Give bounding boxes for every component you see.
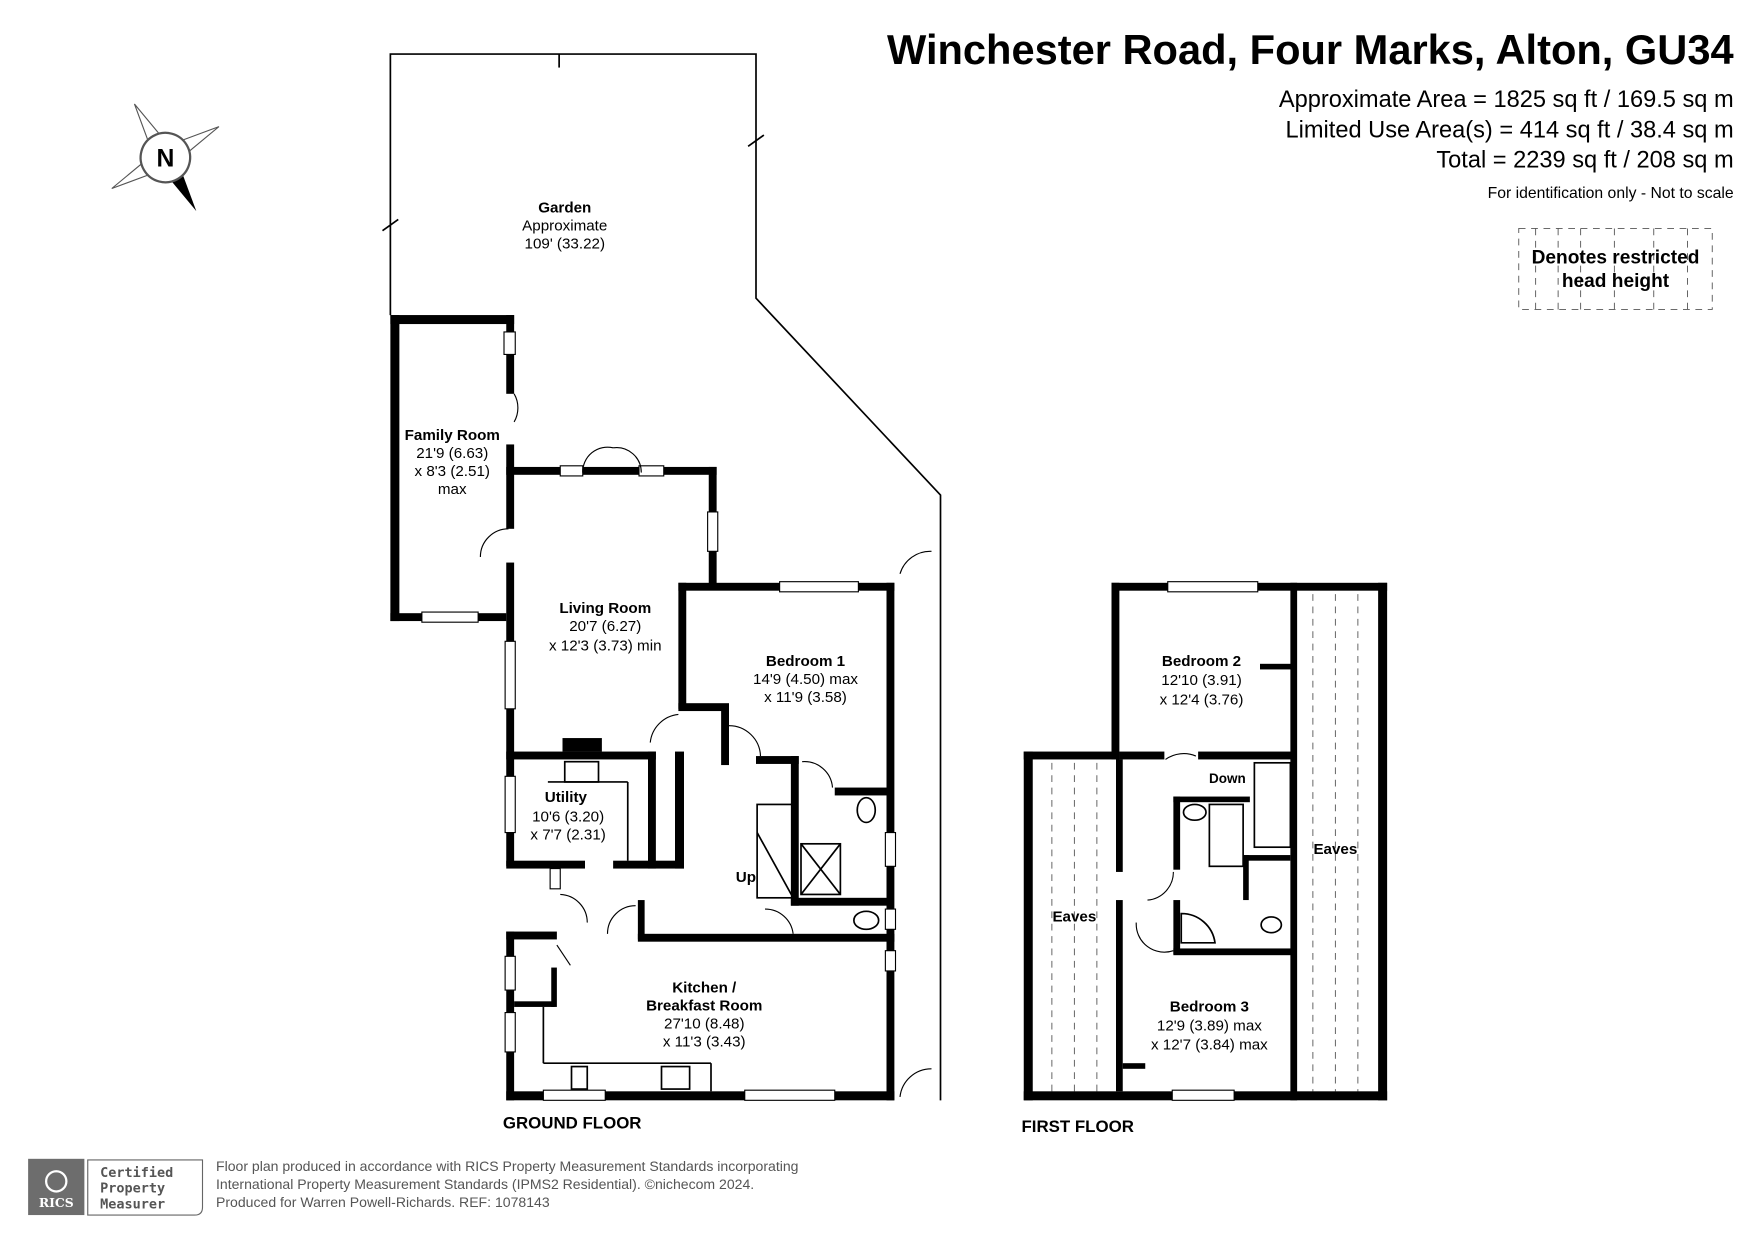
room-name: Living Room bbox=[559, 600, 651, 617]
room-dim: x 11'9 (3.58) bbox=[764, 689, 847, 706]
rics-logo-text: RICS bbox=[39, 1195, 74, 1210]
ground-floor-label: GROUND FLOOR bbox=[503, 1113, 642, 1132]
first-floor-label: FIRST FLOOR bbox=[1022, 1117, 1134, 1136]
stairs-down-label: Down bbox=[1209, 771, 1246, 786]
room-dim: 12'10 (3.91) bbox=[1161, 672, 1241, 689]
room-name: Kitchen / bbox=[672, 979, 737, 996]
room-name: Breakfast Room bbox=[646, 997, 762, 1014]
property-title: Winchester Road, Four Marks, Alton, GU34 bbox=[887, 26, 1734, 73]
room-dim: x 8'3 (2.51) bbox=[415, 463, 490, 480]
room-name: Utility bbox=[545, 789, 588, 806]
garden: Garden Approximate 109' (33.22) bbox=[382, 53, 942, 1101]
approx-area: Approximate Area = 1825 sq ft / 169.5 sq… bbox=[1279, 87, 1734, 113]
garden-note: Approximate bbox=[522, 218, 607, 235]
room-dim: x 12'7 (3.84) max bbox=[1151, 1037, 1268, 1054]
room-name: Bedroom 2 bbox=[1162, 653, 1241, 670]
compass-letter: N bbox=[156, 146, 174, 173]
total-area: Total = 2239 sq ft / 208 sq m bbox=[1436, 148, 1733, 174]
eaves-right-label: Eaves bbox=[1313, 841, 1357, 858]
room-dim: max bbox=[438, 481, 467, 498]
garden-name: Garden bbox=[538, 200, 591, 217]
first-floor-windows bbox=[1167, 581, 1259, 1101]
legend-line1: Denotes restricted bbox=[1532, 247, 1700, 268]
room-dim: x 7'7 (2.31) bbox=[530, 826, 605, 843]
eaves-left-label: Eaves bbox=[1052, 908, 1096, 925]
compass-north-icon: N bbox=[111, 103, 220, 212]
room-dim: 21'9 (6.63) bbox=[416, 445, 488, 462]
garden-size: 109' (33.22) bbox=[525, 236, 606, 253]
room-dim: 10'6 (3.20) bbox=[532, 808, 604, 825]
first-floor-fixtures bbox=[1135, 753, 1292, 953]
room-dim: x 11'3 (3.43) bbox=[663, 1033, 746, 1050]
room-bedroom1: Bedroom 1 14'9 (4.50) max x 11'9 (3.58) bbox=[753, 653, 858, 706]
room-dim: 14'9 (4.50) max bbox=[753, 671, 858, 688]
room-name: Family Room bbox=[405, 427, 500, 444]
footer-line: Floor plan produced in accordance with R… bbox=[216, 1158, 798, 1174]
stairs-up-label: Up bbox=[736, 869, 756, 886]
footer-line: International Property Measurement Stand… bbox=[216, 1176, 754, 1192]
room-name: Bedroom 1 bbox=[766, 653, 846, 670]
room-dim: x 12'4 (3.76) bbox=[1160, 691, 1244, 708]
room-dim: 20'7 (6.27) bbox=[569, 618, 641, 635]
room-bedroom3: Bedroom 3 12'9 (3.89) max x 12'7 (3.84) … bbox=[1151, 998, 1268, 1053]
room-dim: 12'9 (3.89) max bbox=[1157, 1018, 1262, 1035]
restricted-height-legend: Denotes restricted head height bbox=[1518, 227, 1713, 310]
disclaimer: For identification only - Not to scale bbox=[1488, 185, 1734, 202]
room-bedroom2: Bedroom 2 12'10 (3.91) x 12'4 (3.76) bbox=[1160, 653, 1244, 708]
room-family: Family Room 21'9 (6.63) x 8'3 (2.51) max bbox=[405, 427, 500, 498]
room-utility: Utility 10'6 (3.20) x 7'7 (2.31) bbox=[530, 789, 605, 843]
eaves-areas bbox=[1051, 594, 1359, 1092]
room-name: Bedroom 3 bbox=[1170, 998, 1249, 1015]
windows bbox=[421, 331, 897, 1101]
doors bbox=[479, 393, 932, 1097]
badge-line: Certified bbox=[100, 1165, 173, 1181]
badge-line: Property bbox=[100, 1181, 165, 1197]
room-dim: x 12'3 (3.73) min bbox=[549, 637, 662, 654]
room-kitchen: Kitchen / Breakfast Room 27'10 (8.48) x … bbox=[646, 979, 762, 1050]
fixtures bbox=[563, 760, 880, 1090]
rics-badge: RICS Certified Property Measurer bbox=[28, 1158, 204, 1216]
footer-line: Produced for Warren Powell-Richards. REF… bbox=[216, 1194, 550, 1210]
legend-line2: head height bbox=[1562, 271, 1670, 292]
room-dim: 27'10 (8.48) bbox=[664, 1015, 745, 1032]
limited-area: Limited Use Area(s) = 414 sq ft / 38.4 s… bbox=[1285, 117, 1733, 143]
badge-line: Measurer bbox=[100, 1196, 165, 1212]
room-living: Living Room 20'7 (6.27) x 12'3 (3.73) mi… bbox=[549, 600, 662, 654]
